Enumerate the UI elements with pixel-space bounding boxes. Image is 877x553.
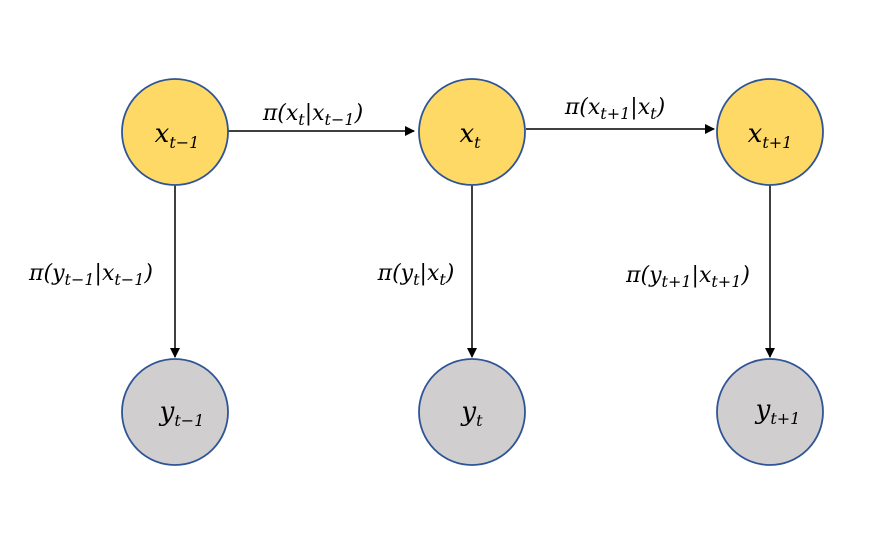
emission-label-next: π(yt+1|xt+1) bbox=[625, 263, 750, 291]
x-curr-label: xt bbox=[459, 119, 481, 152]
hidden-node-prev bbox=[121, 78, 229, 186]
observed-node-next bbox=[716, 358, 824, 466]
observed-node-curr bbox=[418, 358, 526, 466]
x-prev-label: xt−1 bbox=[155, 119, 200, 152]
y-prev-label: yt−1 bbox=[159, 397, 205, 430]
transition-label-1: π(xt|xt−1) bbox=[262, 101, 363, 129]
transition-label-2: π(xt+1|xt) bbox=[564, 95, 665, 123]
observed-node-prev bbox=[121, 358, 229, 466]
x-next-label: xt+1 bbox=[748, 119, 793, 152]
y-curr-label: yt bbox=[460, 397, 483, 430]
hidden-node-next bbox=[716, 78, 824, 186]
emission-label-curr: π(yt|xt) bbox=[377, 261, 455, 289]
emission-label-prev: π(yt−1|xt−1) bbox=[28, 261, 153, 289]
y-next-label: yt+1 bbox=[755, 395, 801, 428]
hidden-node-curr bbox=[418, 78, 526, 186]
